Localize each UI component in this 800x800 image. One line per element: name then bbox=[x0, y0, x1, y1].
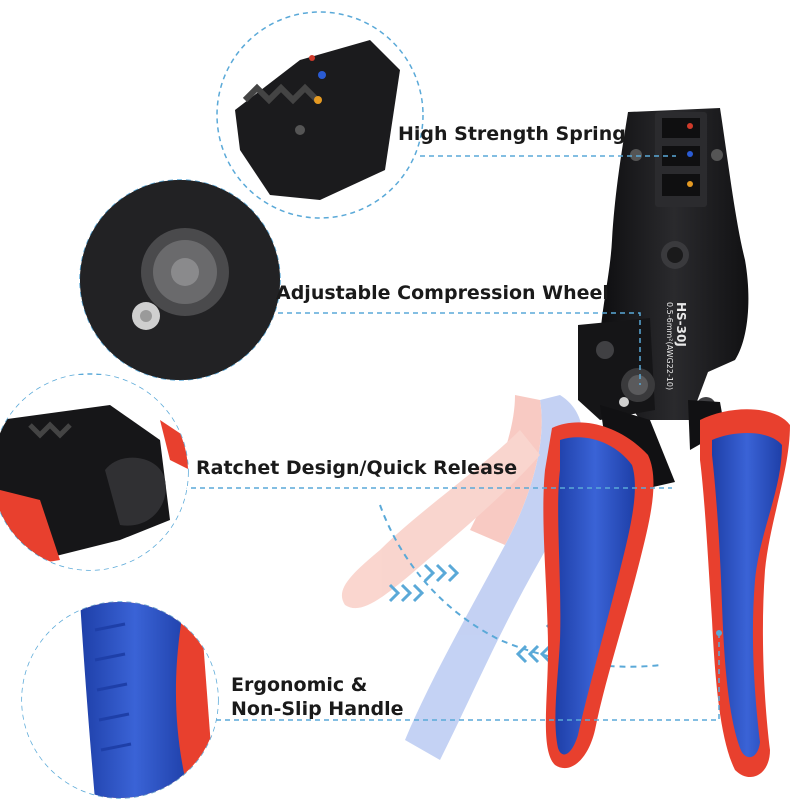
yellow-dot-icon bbox=[687, 181, 693, 187]
ghost-handle bbox=[341, 395, 584, 760]
callout-circle-handle bbox=[21, 601, 219, 799]
screw-icon bbox=[711, 149, 723, 161]
model-number: HS-30J bbox=[674, 302, 688, 347]
left-handle bbox=[543, 422, 654, 769]
model-spec: 0.5-6mm²(AWG22-10) bbox=[665, 302, 674, 391]
crimper-body bbox=[578, 108, 749, 490]
feature-label-handle-line1: Ergonomic & bbox=[231, 674, 368, 696]
feature-label-handle: Ergonomic & Non-Slip Handle bbox=[231, 673, 404, 721]
feature-label-spring: High Strength Spring bbox=[398, 123, 626, 145]
callout-circle-ratchet bbox=[0, 373, 189, 571]
red-dot-icon bbox=[687, 123, 693, 129]
feature-label-ratchet: Ratchet Design/Quick Release bbox=[196, 457, 518, 479]
feature-label-wheel: Adjustable Compression Wheel bbox=[276, 282, 609, 304]
callout-lines bbox=[182, 155, 720, 721]
screw-icon bbox=[630, 149, 642, 161]
compression-wheel-icon bbox=[619, 368, 655, 407]
model-marking: HS-30J 0.5-6mm²(AWG22-10) bbox=[665, 302, 688, 390]
blue-dot-icon bbox=[687, 151, 693, 157]
right-handle bbox=[700, 409, 790, 778]
callout-circle-wheel bbox=[79, 179, 281, 381]
feature-label-handle-line2: Non-Slip Handle bbox=[231, 698, 404, 720]
callout-circle-spring bbox=[216, 11, 424, 219]
